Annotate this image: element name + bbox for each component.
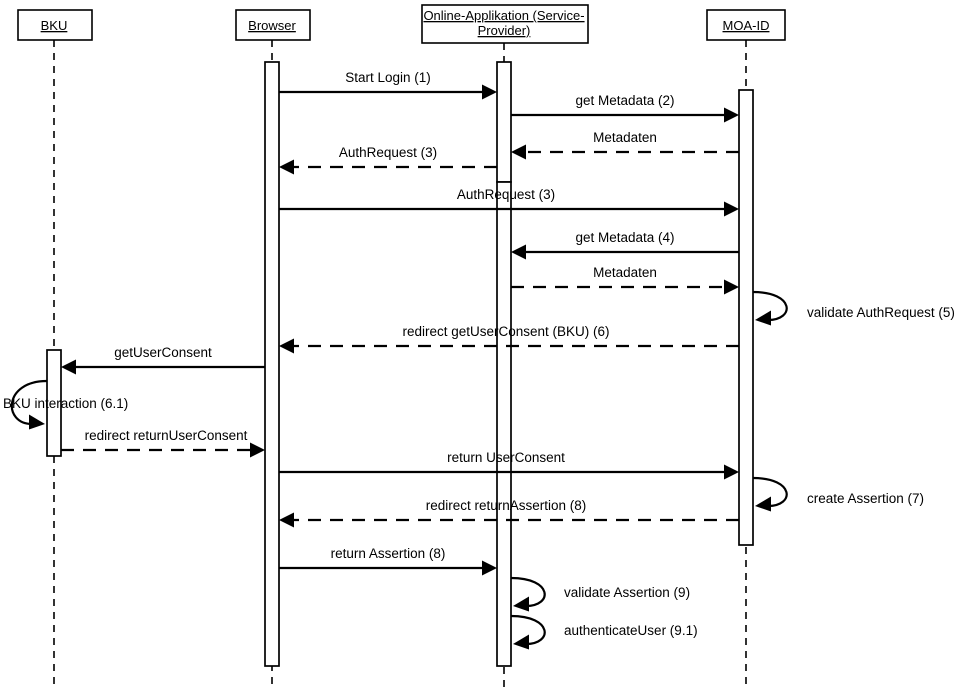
self-message-label-authenticateuser-9-1: authenticateUser (9.1)	[564, 623, 698, 638]
message-redirect-returnassertion-8[interactable]: redirect returnAssertion (8)	[279, 498, 739, 528]
arrowhead	[279, 338, 294, 354]
arrowhead	[724, 107, 739, 123]
message-label-metadaten-1: Metadaten	[593, 130, 657, 145]
moa-id-activation[interactable]	[738, 89, 754, 546]
self-message-label-validate-assertion-9: validate Assertion (9)	[564, 585, 690, 600]
self-message-authenticateuser-9-1[interactable]: authenticateUser (9.1)	[510, 614, 698, 650]
message-label-get-metadata-2: get Metadata (2)	[575, 93, 674, 108]
self-loop-path-validate-assertion-9	[510, 576, 546, 608]
lifeline-box-browser[interactable]	[235, 9, 311, 41]
message-metadaten-1[interactable]: Metadaten	[511, 130, 739, 160]
lifeline-label-browser: Browser	[248, 18, 296, 33]
self-loop-path-authenticateuser-9-1	[510, 614, 546, 646]
message-get-metadata-4[interactable]: get Metadata (4)	[511, 230, 739, 260]
self-message-bku-interaction-6-1[interactable]: BKU interaction (6.1)	[3, 379, 128, 430]
arrowhead	[250, 442, 265, 458]
message-label-get-metadata-4: get Metadata (4)	[575, 230, 674, 245]
message-label-redirect-returnassertion-8: redirect returnAssertion (8)	[426, 498, 587, 513]
arrowhead	[482, 560, 497, 576]
lifeline-box-moa_id[interactable]	[706, 9, 786, 41]
self-loop-path-validate-authrequest-5	[752, 290, 788, 322]
self-arrowhead-validate-authrequest-5	[755, 310, 771, 326]
lifeline-box-online_applikation[interactable]	[421, 4, 589, 44]
message-label-return-userconsent: return UserConsent	[447, 450, 565, 465]
self-message-label-create-assertion-7: create Assertion (7)	[807, 491, 924, 506]
message-getuserconsent[interactable]: getUserConsent	[61, 345, 265, 375]
self-message-label-bku-interaction-6-1: BKU interaction (6.1)	[3, 396, 128, 411]
self-message-validate-assertion-9[interactable]: validate Assertion (9)	[510, 576, 690, 612]
message-redirect-getuserconsent-bku-6[interactable]: redirect getUserConsent (BKU) (6)	[279, 324, 739, 354]
lifeline-bku[interactable]: BKU	[17, 9, 93, 687]
browser-activation[interactable]	[264, 61, 280, 667]
self-loop-path-create-assertion-7	[752, 476, 788, 508]
message-start-login[interactable]: Start Login (1)	[279, 70, 497, 100]
bku-activation[interactable]	[46, 349, 62, 457]
message-return-assertion-8[interactable]: return Assertion (8)	[279, 546, 497, 576]
self-message-create-assertion-7[interactable]: create Assertion (7)	[752, 476, 924, 512]
lifeline-label-moa_id: MOA-ID	[723, 18, 770, 33]
arrowhead	[724, 279, 739, 295]
arrowhead	[511, 244, 526, 260]
message-label-authrequest-3-to-moaid: AuthRequest (3)	[457, 187, 555, 202]
self-messages-layer: validate AuthRequest (5) BKU interaction …	[3, 290, 955, 650]
message-get-metadata-2[interactable]: get Metadata (2)	[511, 93, 739, 123]
arrowhead	[511, 144, 526, 160]
arrowhead	[482, 84, 497, 100]
arrowhead	[61, 359, 76, 375]
self-message-label-validate-authrequest-5: validate AuthRequest (5)	[807, 305, 955, 320]
message-metadaten-2[interactable]: Metadaten	[511, 265, 739, 295]
message-label-metadaten-2: Metadaten	[593, 265, 657, 280]
arrowhead	[724, 201, 739, 217]
arrowhead	[724, 464, 739, 480]
arrowhead	[279, 512, 294, 528]
self-loop-path-bku-interaction-6-1	[10, 379, 48, 426]
message-label-redirect-getuserconsent-bku-6: redirect getUserConsent (BKU) (6)	[402, 324, 609, 339]
lifeline-label-online_applikation-line2: Provider)	[478, 23, 531, 38]
lifeline-label-bku: BKU	[41, 18, 68, 33]
message-authrequest-3-to-browser[interactable]: AuthRequest (3)	[279, 145, 497, 175]
message-label-return-assertion-8: return Assertion (8)	[331, 546, 446, 561]
self-arrowhead-bku-interaction-6-1	[29, 414, 45, 430]
messages-layer: Start Login (1) get Metadata (2) Metadaten…	[61, 70, 739, 576]
self-arrowhead-create-assertion-7	[755, 496, 771, 512]
self-arrowhead-authenticateuser-9-1	[513, 634, 529, 650]
lifeline-label-online_applikation: Online-Applikation (Service-	[423, 8, 584, 23]
online-applikation-activation-1[interactable]	[496, 61, 512, 183]
self-arrowhead-validate-assertion-9	[513, 596, 529, 612]
message-label-redirect-returnuserconsent: redirect returnUserConsent	[85, 428, 248, 443]
lifeline-box-bku[interactable]	[17, 9, 93, 41]
message-redirect-returnuserconsent[interactable]: redirect returnUserConsent	[61, 428, 265, 458]
online-applikation-activation-2[interactable]	[496, 181, 512, 667]
activations-layer	[46, 61, 754, 667]
message-return-userconsent[interactable]: return UserConsent	[279, 450, 739, 480]
message-label-getuserconsent: getUserConsent	[114, 345, 212, 360]
arrowhead	[279, 159, 294, 175]
message-authrequest-3-to-moaid[interactable]: AuthRequest (3)	[279, 187, 739, 217]
message-label-start-login: Start Login (1)	[345, 70, 431, 85]
self-message-validate-authrequest-5[interactable]: validate AuthRequest (5)	[752, 290, 955, 326]
message-label-authrequest-3-to-browser: AuthRequest (3)	[339, 145, 437, 160]
